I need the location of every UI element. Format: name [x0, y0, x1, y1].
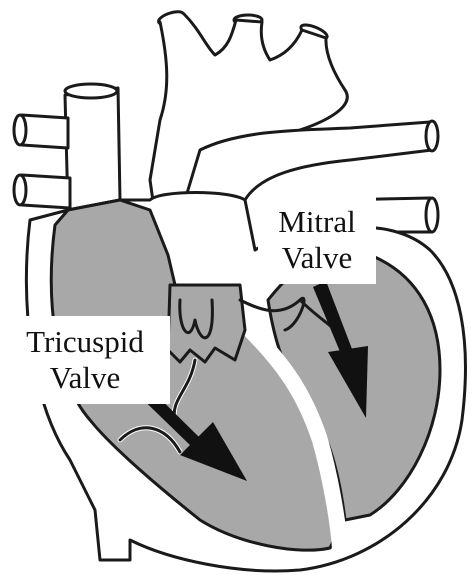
mitral-label-line2: Valve [258, 240, 376, 276]
mitral-valve-label: Mitral Valve [258, 196, 376, 284]
tricuspid-label-line2: Valve [0, 360, 170, 396]
pulmonary-vein-left-upper [22, 115, 68, 148]
superior-vena-cava [65, 88, 120, 210]
pulmonary-vein-left-lower [22, 175, 70, 208]
vena-cava-opening [65, 84, 117, 98]
tricuspid-label-line1: Tricuspid [0, 324, 170, 360]
tricuspid-valve-label: Tricuspid Valve [0, 316, 170, 404]
mitral-label-line1: Mitral [258, 204, 376, 240]
valve-cusps [168, 285, 245, 362]
